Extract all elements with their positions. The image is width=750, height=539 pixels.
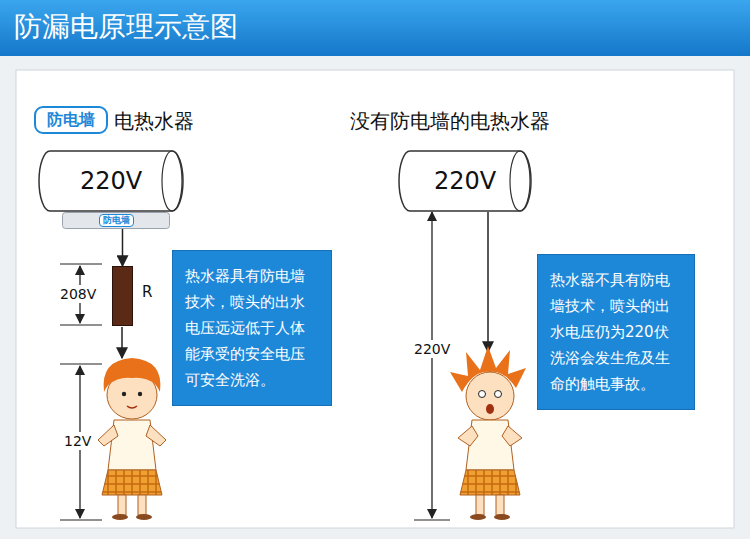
node-text: 热水器具有防电墙技术，喷头的出水电压远远低于人体能承受的安全电压可安全洗浴。 xyxy=(185,263,319,393)
node-text: 热水器不具有防电墙技术，喷头的出水电压仍为220伏洗浴会发生危及生命的触电事故。 xyxy=(550,267,682,397)
water-heater-tank: 220V xyxy=(398,150,532,212)
dimension-line xyxy=(431,212,432,518)
dimension-label: 12V xyxy=(62,432,93,450)
child-figure xyxy=(98,358,166,520)
shocked-child-figure xyxy=(450,346,526,520)
title-bar xyxy=(0,0,750,56)
node-text: R xyxy=(142,283,152,301)
callout-box: 热水器不具有防电墙技术，喷头的出水电压仍为220伏洗浴会发生危及生命的触电事故。 xyxy=(537,254,695,410)
node-text: 防电墙 xyxy=(47,110,95,131)
dimension-tick xyxy=(414,520,450,521)
strip-plate xyxy=(63,213,170,229)
tank-end xyxy=(510,151,530,211)
section-heading: 电热水器 xyxy=(114,108,194,135)
node-text: 220V xyxy=(80,167,142,195)
dimension-tick xyxy=(60,364,102,365)
dimension-tick xyxy=(60,325,102,326)
leader-arrow xyxy=(487,212,489,352)
dimension-label: 208V xyxy=(58,285,98,303)
panel xyxy=(16,70,734,528)
callout-box: 热水器具有防电墙技术，喷头的出水电压远远低于人体能承受的安全电压可安全洗浴。 xyxy=(172,250,332,406)
water-heater-tank: 220V xyxy=(38,150,184,212)
logo-badge: 防电墙 xyxy=(34,106,108,134)
tank-body xyxy=(39,151,183,211)
anti-shock-strip: 防电墙 xyxy=(62,212,170,229)
section-heading: 没有防电墙的电热水器 xyxy=(350,108,550,135)
node-text: 220V xyxy=(434,167,496,195)
page-title: 防漏电原理示意图 xyxy=(14,10,238,44)
dimension-tick xyxy=(60,520,102,521)
flow-arrow xyxy=(122,229,124,266)
node-text: 防电墙 xyxy=(99,214,134,227)
resistor-symbol: R xyxy=(112,266,133,326)
tank-end xyxy=(162,151,182,211)
tank-body xyxy=(399,151,531,211)
dimension-tick xyxy=(60,264,102,265)
dimension-label: 220V xyxy=(412,340,452,358)
leader-arrow xyxy=(121,327,123,358)
